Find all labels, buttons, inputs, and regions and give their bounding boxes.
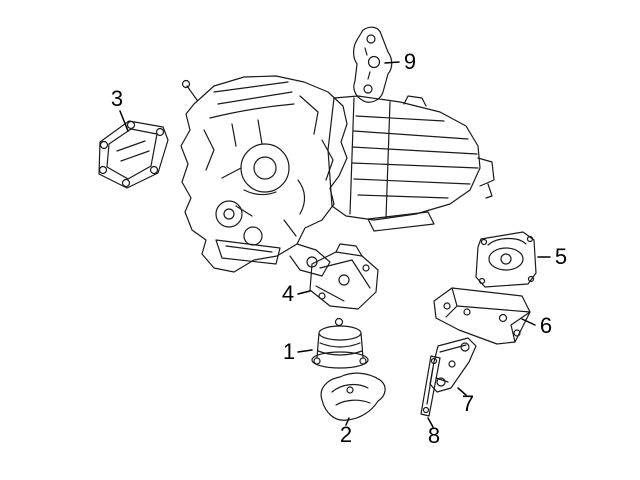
leader-line-3 <box>119 110 129 132</box>
callout-4[interactable]: 4 <box>281 281 295 306</box>
callout-2[interactable]: 2 <box>339 422 353 447</box>
part-8-strut-rod <box>420 355 441 417</box>
part-5-transmission-mount <box>475 231 537 288</box>
leader-line-4 <box>297 290 311 295</box>
callout-6[interactable]: 6 <box>539 313 553 338</box>
leader-line-2 <box>345 417 350 426</box>
part-4-engine-mount-bracket-lower <box>309 243 379 310</box>
callout-5[interactable]: 5 <box>554 244 568 269</box>
part-6-crossmember-support <box>433 287 531 345</box>
part-3-engine-mount-bracket <box>98 120 169 189</box>
callout-8[interactable]: 8 <box>427 423 441 448</box>
leader-line-6 <box>521 318 536 326</box>
callout-3[interactable]: 3 <box>110 86 124 111</box>
part-7-support-bracket <box>429 337 477 393</box>
engine-assembly-drawing <box>180 75 348 277</box>
leader-line-1 <box>297 349 313 353</box>
callout-1[interactable]: 1 <box>282 339 296 364</box>
part-9-torque-strut-bracket <box>353 26 393 103</box>
leader-line-7 <box>457 387 467 396</box>
leader-line-9 <box>384 61 400 64</box>
leader-lines <box>119 61 551 428</box>
transmission-assembly-drawing <box>327 95 495 232</box>
part-1-engine-mount <box>311 317 369 369</box>
part-2-heat-shield <box>320 372 386 421</box>
leader-line-8 <box>427 417 434 428</box>
callout-9[interactable]: 9 <box>403 49 417 74</box>
callout-7[interactable]: 7 <box>461 391 475 416</box>
